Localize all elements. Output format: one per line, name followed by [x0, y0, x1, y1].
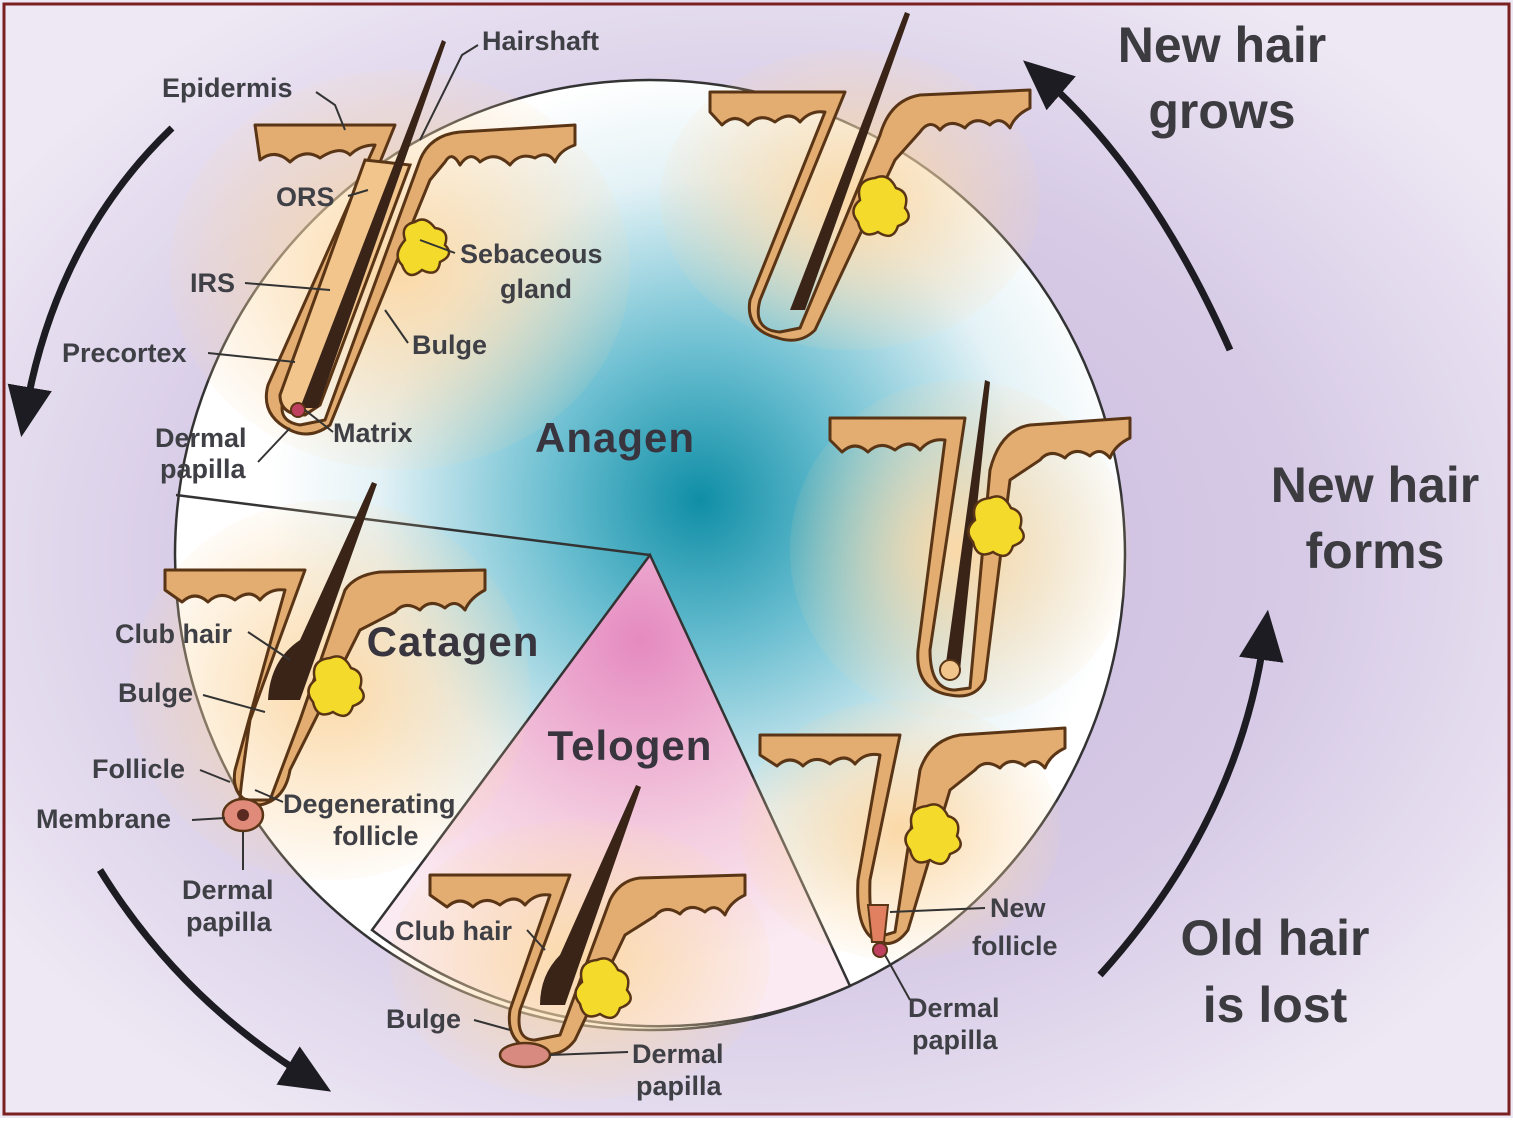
label-telogen-dermal-papilla-line1: Dermal [632, 1039, 724, 1069]
label-sebaceous-gland-line2: gland [500, 274, 572, 304]
label-precortex: Precortex [62, 338, 187, 368]
label-hairshaft: Hairshaft [482, 26, 599, 56]
label-telogen-club-hair: Club hair [395, 916, 512, 946]
label-membrane: Membrane [36, 804, 171, 834]
phase-anagen: Anagen [535, 414, 695, 461]
new-hair-forms-line2: forms [1306, 523, 1445, 579]
label-irs: IRS [190, 268, 235, 298]
label-epidermis: Epidermis [162, 73, 293, 103]
label-catagen-dermal-papilla-line2: papilla [186, 907, 273, 937]
label-new-follicle-line2: follicle [972, 931, 1058, 961]
label-new-follicle-line1: New [990, 893, 1047, 923]
label-ors: ORS [276, 182, 335, 212]
label-sebaceous-gland-line1: Sebaceous [460, 239, 603, 269]
new-hair-forms-line1: New hair [1271, 457, 1479, 513]
label-matrix: Matrix [333, 418, 413, 448]
old-hair-is-lost-line1: Old hair [1181, 910, 1370, 966]
old-hair-is-lost-line2: is lost [1203, 977, 1348, 1033]
label-regrowth-dermal-papilla-line2: papilla [912, 1025, 999, 1055]
label-anagen-dermal-papilla-line2: papilla [160, 454, 247, 484]
label-telogen-bulge: Bulge [386, 1004, 461, 1034]
label-catagen-club-hair: Club hair [115, 619, 232, 649]
label-degenerating-follicle-line2: follicle [333, 821, 419, 851]
phase-telogen: Telogen [548, 722, 713, 769]
label-catagen-dermal-papilla-line1: Dermal [182, 875, 274, 905]
new-hair-grows-line1: New hair [1118, 17, 1326, 73]
phase-catagen: Catagen [367, 618, 540, 665]
new-hair-grows-line2: grows [1148, 83, 1295, 139]
label-anagen-dermal-papilla-line1: Dermal [155, 423, 247, 453]
label-telogen-dermal-papilla-line2: papilla [636, 1071, 723, 1101]
label-regrowth-dermal-papilla-line1: Dermal [908, 993, 1000, 1023]
label-anagen-bulge: Bulge [412, 330, 487, 360]
label-catagen-bulge: Bulge [118, 678, 193, 708]
label-degenerating-follicle-line1: Degenerating [283, 789, 456, 819]
label-follicle: Follicle [92, 754, 185, 784]
